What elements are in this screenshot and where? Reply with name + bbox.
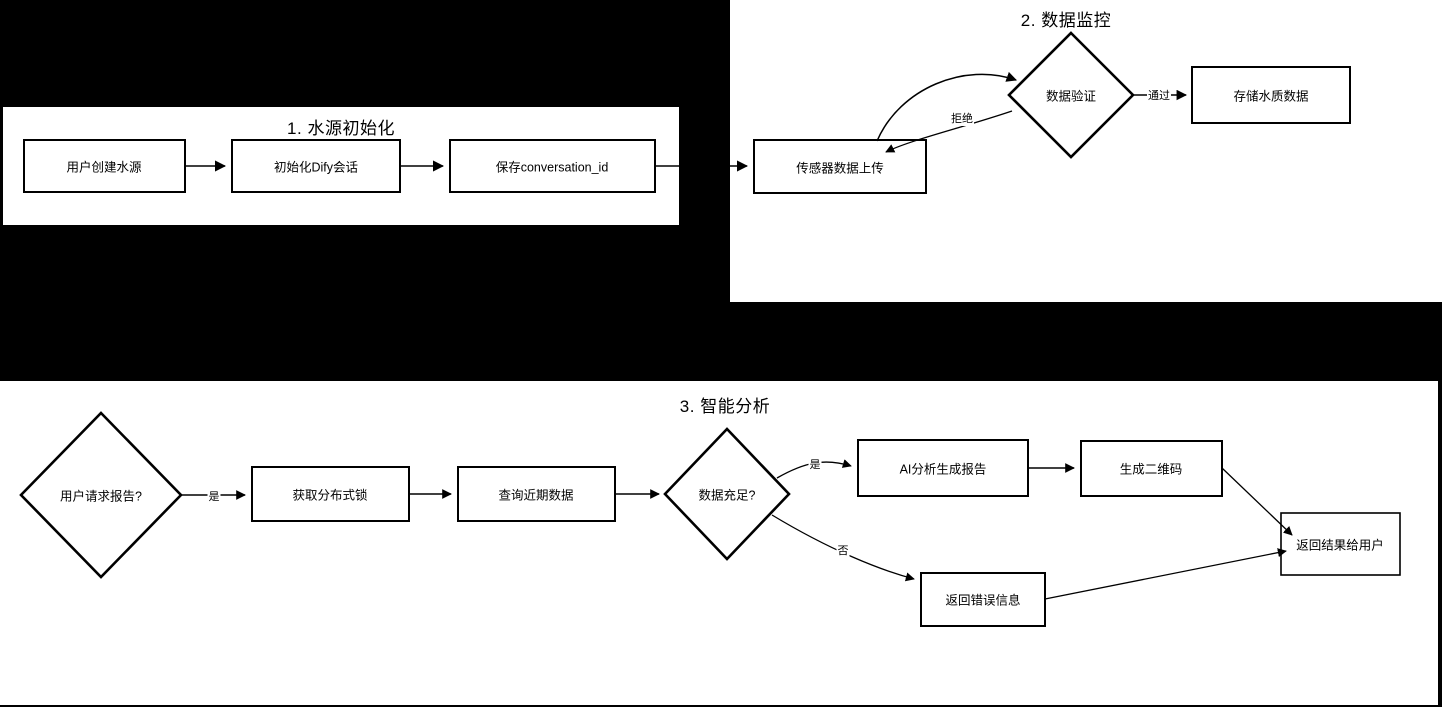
node-label-p3n1: 用户请求报告? bbox=[60, 489, 142, 504]
edge-label-yes-sufficient: 是 bbox=[808, 456, 822, 472]
node-label-p3n7: 返回错误信息 bbox=[945, 593, 1021, 608]
node-label-p1n3: 保存conversation_id bbox=[495, 160, 609, 175]
node-label-p3n2: 获取分布式锁 bbox=[292, 488, 368, 503]
edge-label-pass: 通过 bbox=[1147, 87, 1171, 103]
edge-label-yes-request: 是 bbox=[207, 488, 221, 504]
panel-data-monitoring bbox=[730, 0, 1442, 302]
node-label-p3n3: 查询近期数据 bbox=[498, 488, 574, 503]
node-label-p3n4: 数据充足? bbox=[698, 488, 756, 503]
node-label-p3n5: AI分析生成报告 bbox=[899, 462, 987, 477]
node-label-p3n6: 生成二维码 bbox=[1119, 462, 1183, 477]
panel-3-title: 3. 智能分析 bbox=[679, 397, 771, 416]
node-label-p2n1: 传感器数据上传 bbox=[796, 161, 884, 176]
node-label-p1n1: 用户创建水源 bbox=[66, 160, 142, 175]
panel-intelligent-analysis bbox=[0, 381, 1438, 705]
panel-2-title: 2. 数据监控 bbox=[1020, 11, 1112, 30]
panel-1-title: 1. 水源初始化 bbox=[287, 119, 395, 138]
node-label-p2n2: 数据验证 bbox=[1045, 89, 1097, 104]
edge-label-reject: 拒绝 bbox=[950, 110, 974, 126]
node-label-p3n8: 返回结果给用户 bbox=[1296, 538, 1384, 553]
node-label-p1n2: 初始化Dify会话 bbox=[273, 160, 359, 175]
edge-label-no-sufficient: 否 bbox=[836, 542, 850, 558]
node-label-p2n3: 存储水质数据 bbox=[1233, 89, 1309, 104]
